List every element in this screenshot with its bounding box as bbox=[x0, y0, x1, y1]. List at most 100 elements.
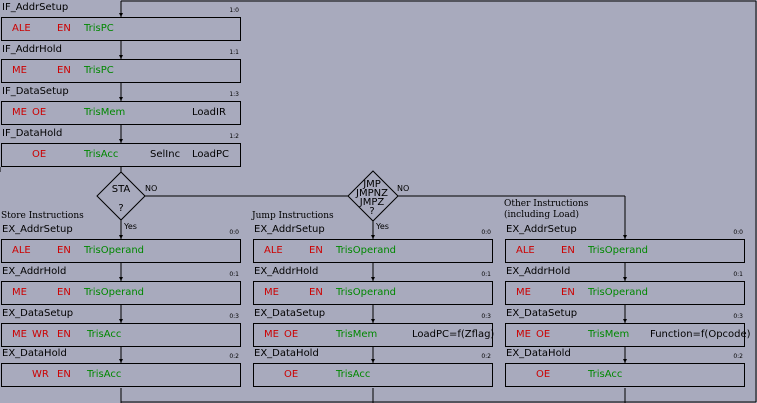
sta-no-label: NO bbox=[145, 184, 158, 193]
col3-state-4-signal: TrisAcc bbox=[588, 369, 623, 380]
col3-state-4-name: EX_DataHold bbox=[506, 348, 571, 359]
col1-state-1-signal: EN bbox=[57, 245, 71, 256]
col2-state-3-signal: TrisMem bbox=[336, 329, 378, 340]
col1-state-3-signal: TrisAcc bbox=[87, 329, 122, 340]
col1-state-4-signal: TrisAcc bbox=[87, 369, 122, 380]
fetch-state-3-signal: OE bbox=[32, 107, 47, 118]
fetch-state-1-signal: ALE bbox=[12, 23, 31, 34]
sta-decision-label: STA bbox=[111, 184, 131, 195]
col1-state-3-code: 0:3 bbox=[229, 313, 239, 320]
jump-instructions-title: Jump Instructions bbox=[252, 211, 334, 221]
col1-state-4-signal: EN bbox=[57, 369, 71, 380]
arrowhead bbox=[623, 235, 627, 239]
col3-state-3-code: 0:3 bbox=[733, 313, 743, 320]
fetch-state-3-code: 1:3 bbox=[229, 91, 239, 98]
col3-state-2-signal: ME bbox=[516, 287, 531, 298]
arrowhead bbox=[119, 277, 123, 281]
col1-state-4-code: 0:2 bbox=[229, 353, 239, 360]
col2-state-2-name: EX_AddrHold bbox=[254, 266, 319, 277]
col3-state-1-name: EX_AddrSetup bbox=[506, 224, 577, 235]
arrowhead bbox=[119, 97, 123, 101]
col3-state-3-name: EX_DataSetup bbox=[506, 308, 578, 319]
col2-state-3-signal: ME bbox=[264, 329, 279, 340]
fetch-state-1-signal: EN bbox=[57, 23, 71, 34]
arrowhead bbox=[623, 277, 627, 281]
col2-state-2-signal: EN bbox=[309, 287, 323, 298]
col1-state-4-box: WR EN TrisAcc bbox=[1, 363, 241, 387]
col1-state-3-signal: WR bbox=[32, 329, 49, 340]
jmp-decision-line3: JMPZ bbox=[359, 197, 385, 208]
store-instructions-title: Store Instructions bbox=[1, 211, 84, 221]
col2-state-4-code: 0:2 bbox=[481, 353, 491, 360]
fetch-state-2-signal: ME bbox=[12, 65, 27, 76]
col1-state-1-code: 0:0 bbox=[229, 229, 239, 236]
fetch-state-2-name: IF_AddrHold bbox=[2, 44, 62, 55]
col3-state-4-box: OE TrisAcc bbox=[505, 363, 745, 387]
other-instructions-title: Other Instructions bbox=[504, 199, 589, 209]
col3-state-2-signal: TrisOperand bbox=[588, 287, 649, 298]
col2-state-1-code: 0:0 bbox=[481, 229, 491, 236]
col2-state-2-code: 0:1 bbox=[481, 271, 491, 278]
fetch-state-1-signal: TrisPC bbox=[84, 23, 114, 34]
col1-state-1-box: ALE EN TrisOperand bbox=[1, 239, 241, 263]
col2-state-2-signal: TrisOperand bbox=[336, 287, 397, 298]
col2-state-3-code: 0:3 bbox=[481, 313, 491, 320]
col3-state-1-code: 0:0 bbox=[733, 229, 743, 236]
col2-state-4-signal: OE bbox=[284, 369, 299, 380]
col1-state-1-signal: TrisOperand bbox=[84, 245, 145, 256]
fetch-state-3-signal: ME bbox=[12, 107, 27, 118]
col2-state-2-signal: ME bbox=[264, 287, 279, 298]
fetch-state-4-signal: OE bbox=[32, 149, 47, 160]
fetch-state-2-code: 1:1 bbox=[229, 49, 239, 56]
fetch-state-4-signal: SelInc bbox=[150, 149, 181, 160]
col2-state-1-signal: EN bbox=[309, 245, 323, 256]
fetch-state-1-code: 1:0 bbox=[229, 7, 239, 14]
col1-state-3-box: ME WR EN TrisAcc bbox=[1, 323, 241, 347]
col3-state-4-signal: OE bbox=[536, 369, 551, 380]
col3-state-2-signal: EN bbox=[561, 287, 575, 298]
col2-state-1-name: EX_AddrSetup bbox=[254, 224, 325, 235]
jmp-yes-label: Yes bbox=[376, 222, 389, 231]
col1-state-1-name: EX_AddrSetup bbox=[2, 224, 73, 235]
fetch-state-4-name: IF_DataHold bbox=[2, 128, 63, 139]
col1-state-3-signal: ME bbox=[12, 329, 27, 340]
col1-state-3-signal: EN bbox=[57, 329, 71, 340]
fetch-state-3-name: IF_DataSetup bbox=[2, 86, 69, 97]
col1-state-2-name: EX_AddrHold bbox=[2, 266, 67, 277]
col3-state-1-signal: ALE bbox=[516, 245, 535, 256]
col1-state-2-code: 0:1 bbox=[229, 271, 239, 278]
sta-yes-label: Yes bbox=[124, 222, 137, 231]
arrowhead bbox=[623, 359, 627, 363]
col2-state-3-box: ME OE TrisMem LoadPC=f(Zflag) bbox=[253, 323, 495, 347]
col2-state-1-signal: TrisOperand bbox=[336, 245, 397, 256]
col1-state-4-signal: WR bbox=[32, 369, 49, 380]
jmp-decision-question: ? bbox=[369, 206, 375, 217]
col2-state-3-signal: LoadPC=f(Zflag) bbox=[412, 329, 495, 340]
arrowhead bbox=[371, 359, 375, 363]
col2-state-3-signal: OE bbox=[284, 329, 299, 340]
arrowhead bbox=[119, 319, 123, 323]
col3-state-2-name: EX_AddrHold bbox=[506, 266, 571, 277]
fetch-state-1-name: IF_AddrSetup bbox=[2, 2, 69, 13]
col2-state-1-box: ALE EN TrisOperand bbox=[253, 239, 493, 263]
arrowhead bbox=[119, 359, 123, 363]
sta-decision-question: ? bbox=[118, 203, 124, 214]
fetch-state-1-box: ALE EN TrisPC bbox=[1, 17, 241, 41]
other-instructions-subtitle: (including Load) bbox=[504, 210, 579, 220]
col2-state-1-signal: ALE bbox=[264, 245, 283, 256]
fetch-state-3-signal: TrisMem bbox=[84, 107, 126, 118]
jmp-no-label: NO bbox=[397, 184, 410, 193]
col3-state-4-code: 0:2 bbox=[733, 353, 743, 360]
fetch-state-2-signal: EN bbox=[57, 65, 71, 76]
col2-state-4-name: EX_DataHold bbox=[254, 348, 319, 359]
arrowhead bbox=[119, 55, 123, 59]
arrowhead bbox=[371, 235, 375, 239]
col2-state-2-box: ME EN TrisOperand bbox=[253, 281, 493, 305]
col1-state-1-signal: ALE bbox=[12, 245, 31, 256]
arrowhead bbox=[371, 319, 375, 323]
jmp-decision-line2: JMPNZ bbox=[356, 188, 388, 199]
